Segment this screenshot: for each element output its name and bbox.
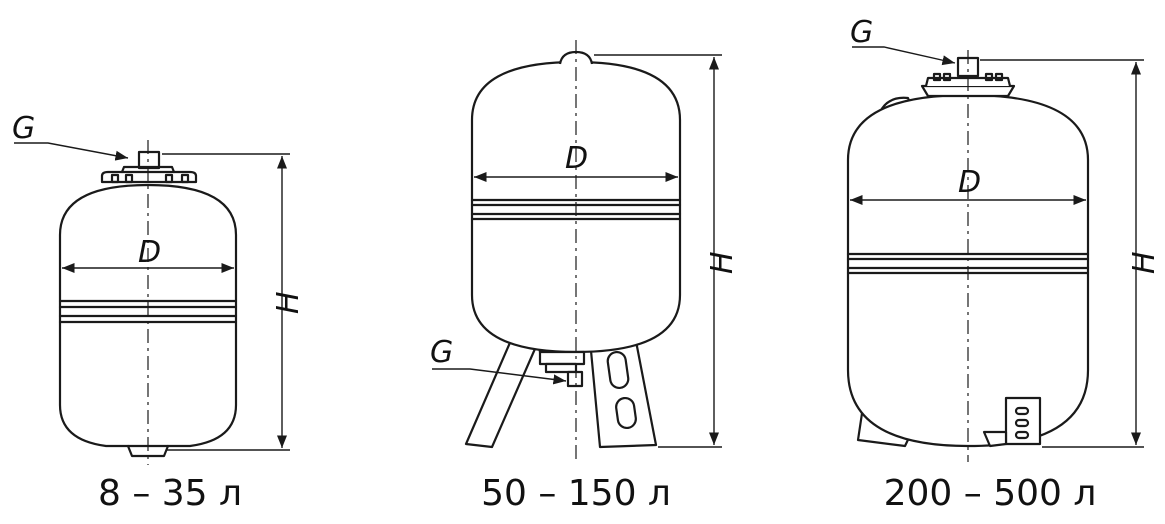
tank-medium-connection-leader bbox=[432, 368, 567, 385]
tank-large-connection-leader bbox=[852, 46, 956, 66]
tank-large-caption: 200 – 500 л bbox=[884, 473, 1097, 514]
tank-medium: D H G 50 – 150 л bbox=[430, 40, 740, 514]
tank-large-flange bbox=[920, 56, 1016, 98]
tank-large: D H G 200 – 500 л bbox=[846, 15, 1162, 514]
tank-medium-connection-label: G bbox=[430, 335, 453, 370]
tank-large-connection-label: G bbox=[850, 15, 873, 50]
tank-small-connection-leader bbox=[14, 142, 129, 161]
tank-large-diameter-label: D bbox=[958, 165, 981, 200]
tank-small-connection-label: G bbox=[12, 111, 35, 146]
tank-medium-diameter-label: D bbox=[565, 141, 588, 176]
tank-small-body bbox=[58, 183, 238, 448]
tank-medium-height-label: H bbox=[705, 251, 740, 274]
tank-small-caption: 8 – 35 л bbox=[98, 473, 242, 514]
tank-small-diameter-label: D bbox=[138, 235, 161, 270]
tank-small-flange bbox=[100, 150, 198, 184]
tank-small-height-label: H bbox=[271, 291, 306, 314]
tank-small: D H G 8 – 35 л bbox=[12, 111, 306, 514]
tank-medium-caption: 50 – 150 л bbox=[481, 473, 671, 514]
tank-large-height-label: H bbox=[1127, 251, 1162, 274]
tank-large-bottom-bracket bbox=[982, 396, 1042, 448]
